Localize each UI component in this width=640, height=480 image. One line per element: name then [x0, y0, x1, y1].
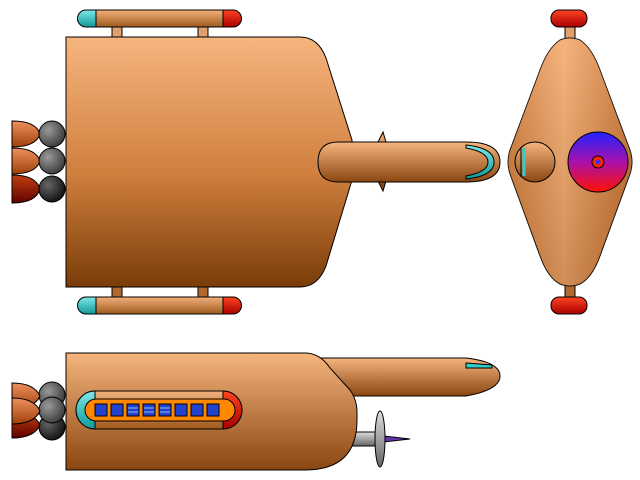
- nacelle-front: [550, 296, 588, 315]
- nacelle-body: [85, 9, 233, 28]
- top-lower-nacelle: [77, 285, 242, 315]
- gun-shield: [374, 410, 386, 468]
- window-glare: [128, 407, 138, 413]
- engine-nozzle: [11, 397, 41, 425]
- window-glare: [160, 407, 170, 413]
- cyan-cap: [77, 296, 97, 315]
- front-view: [507, 9, 633, 315]
- window: [94, 403, 108, 417]
- fin: [377, 130, 387, 143]
- window: [110, 403, 124, 417]
- nacelle-front: [550, 9, 588, 28]
- side-view: [11, 352, 501, 471]
- red-cap: [222, 296, 242, 315]
- window: [174, 403, 188, 417]
- engine-nozzle: [11, 120, 41, 148]
- window: [158, 403, 172, 417]
- engine-sphere: [38, 396, 66, 424]
- pylon: [111, 285, 123, 299]
- engine-sphere: [38, 120, 66, 148]
- side-engines: [11, 381, 66, 441]
- gun-bore: [595, 159, 601, 165]
- window: [142, 403, 156, 417]
- engine-nozzle: [11, 147, 41, 175]
- window-row: [94, 403, 220, 417]
- boom-sensor: [465, 144, 495, 180]
- pylon: [197, 285, 209, 299]
- window: [126, 403, 140, 417]
- top-view: [11, 9, 501, 315]
- top-upper-nacelle: [77, 9, 242, 40]
- red-cap: [222, 9, 242, 28]
- side-forward-boom: [317, 357, 501, 397]
- window-glare: [144, 407, 154, 413]
- main-hull: [65, 36, 353, 288]
- engine-sphere: [38, 147, 66, 175]
- gun-barrel: [383, 435, 411, 443]
- nacelle-body: [85, 296, 233, 315]
- cyan-cap: [77, 9, 97, 28]
- window: [190, 403, 204, 417]
- forward-boom: [317, 141, 501, 183]
- engine-nozzle: [11, 174, 41, 204]
- window: [206, 403, 220, 417]
- side-window-pod: [75, 390, 243, 430]
- top-engines: [11, 120, 66, 204]
- engine-sphere: [38, 175, 66, 203]
- boom-sensor: [465, 362, 493, 369]
